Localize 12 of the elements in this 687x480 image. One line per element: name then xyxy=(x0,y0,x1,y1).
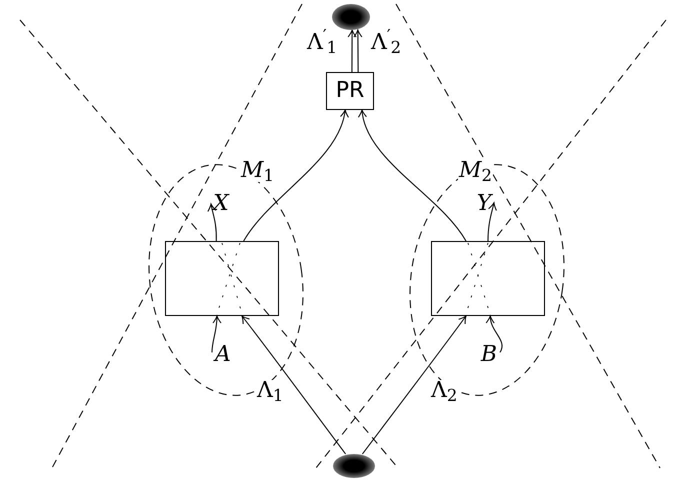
variable-label: X xyxy=(211,192,231,216)
edge-label: Λ$_{2}$ xyxy=(430,380,458,402)
variable-label: Y xyxy=(474,192,494,216)
rectangle-box xyxy=(431,241,545,316)
rectangle-box xyxy=(165,241,279,316)
blurred-ellipse xyxy=(333,454,375,478)
process-box: PR xyxy=(326,72,374,110)
blurred-ellipse xyxy=(332,4,370,30)
edge-label: M$_{2}$ xyxy=(458,160,494,182)
variable-label: B xyxy=(478,342,500,368)
variable-label: A xyxy=(212,342,234,368)
edge-label: Λ$_{1}$ xyxy=(256,380,284,402)
